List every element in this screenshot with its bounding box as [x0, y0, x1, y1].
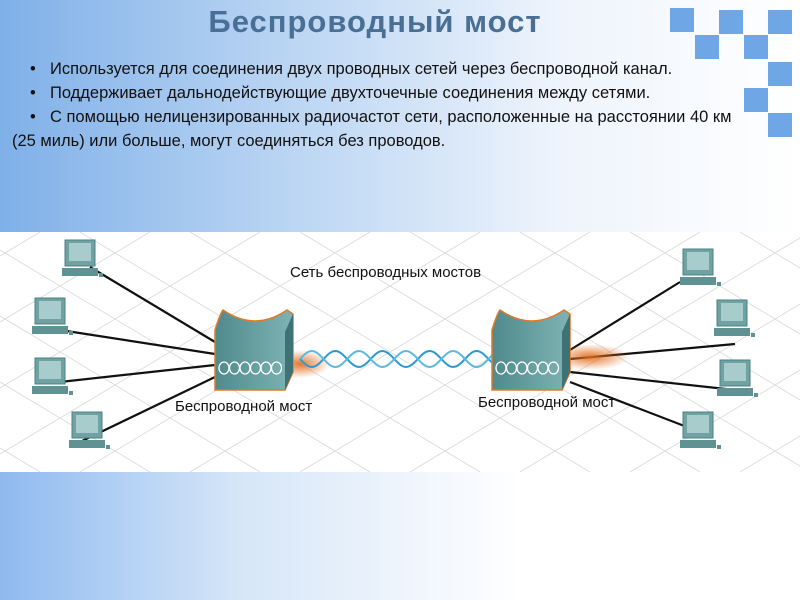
- network-diagram: Сеть беспроводных мостов Беспроводной мо…: [0, 231, 800, 473]
- bullet-item: •С помощью нелицензированных радиочастот…: [12, 105, 752, 153]
- bullet-text: Поддерживает дальнодействующие двухточеч…: [50, 84, 651, 102]
- bullet-dot: •: [30, 84, 36, 102]
- computer-icon: [32, 357, 73, 395]
- ethernet-cable: [569, 380, 701, 434]
- computer-icon: [717, 359, 758, 397]
- ethernet-cable: [569, 370, 736, 392]
- header-background: [0, 0, 800, 232]
- ethernet-cable: [59, 363, 216, 384]
- computer-icon: [714, 299, 755, 337]
- bridge-right-label: Беспроводной мост: [478, 394, 616, 411]
- network-label: Сеть беспроводных мостов: [290, 264, 482, 281]
- diagram-graphics: [0, 231, 800, 473]
- computer-icon: [680, 411, 721, 449]
- bullet-dot: •: [30, 108, 36, 126]
- wireless-signal-wave: [299, 349, 493, 369]
- bullet-text: Используется для соединения двух проводн…: [50, 60, 673, 78]
- wireless-bridge-icon: [214, 308, 294, 391]
- footer-background: [0, 472, 800, 600]
- computer-icon: [680, 248, 721, 286]
- computer-icon: [62, 239, 103, 277]
- bridge-left-label: Беспроводной мост: [175, 398, 313, 415]
- wireless-signal-wave: [299, 349, 493, 369]
- bullet-item: • Поддерживает дальнодействующие двухточе…: [12, 81, 752, 105]
- bullet-item: • Используется для соединения двух провод…: [12, 57, 752, 81]
- ethernet-cable: [59, 328, 216, 356]
- wireless-bridge-icon: [491, 308, 571, 391]
- bullet-dot: •: [30, 60, 36, 78]
- ethernet-cable: [569, 281, 681, 351]
- slide-title: Беспроводный мост: [208, 4, 542, 39]
- bullet-text: С помощью нелицензированных радиочастот …: [12, 108, 732, 150]
- ethernet-cable: [89, 266, 216, 343]
- computer-icon: [69, 411, 110, 449]
- bullet-list: • Используется для соединения двух провод…: [12, 57, 752, 153]
- computer-icon: [32, 297, 73, 335]
